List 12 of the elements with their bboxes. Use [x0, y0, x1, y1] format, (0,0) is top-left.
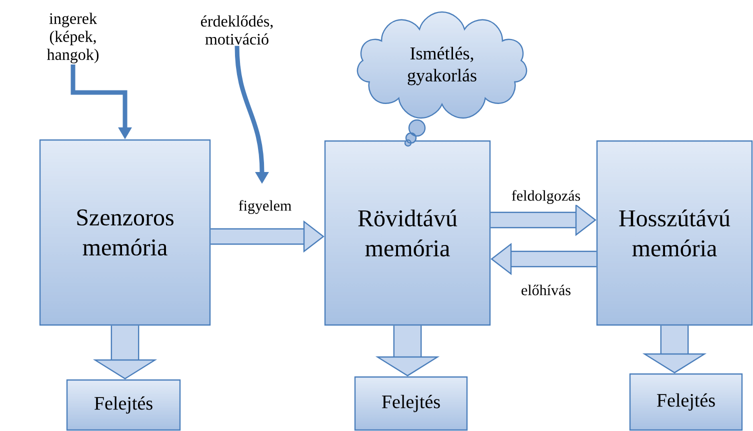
memory-box: Hosszútávú memória — [596, 140, 753, 326]
edge-label: feldolgozás — [510, 189, 582, 205]
note-text: érdeklődés, motiváció — [200, 15, 273, 45]
memory-box: Rövidtávú memória — [324, 140, 491, 326]
process-box: Felejtés — [66, 379, 181, 431]
process-box: Felejtés — [629, 373, 743, 431]
thought-cloud: Ismétlés, gyakorlás — [356, 11, 528, 147]
edge-label: előhívás — [520, 284, 572, 296]
process-box: Felejtés — [354, 376, 468, 431]
memory-box: Szenzoros memória — [39, 139, 211, 326]
edge-label: figyelem — [237, 199, 293, 215]
note-text: ingerek (képek, hangok) — [46, 12, 99, 64]
